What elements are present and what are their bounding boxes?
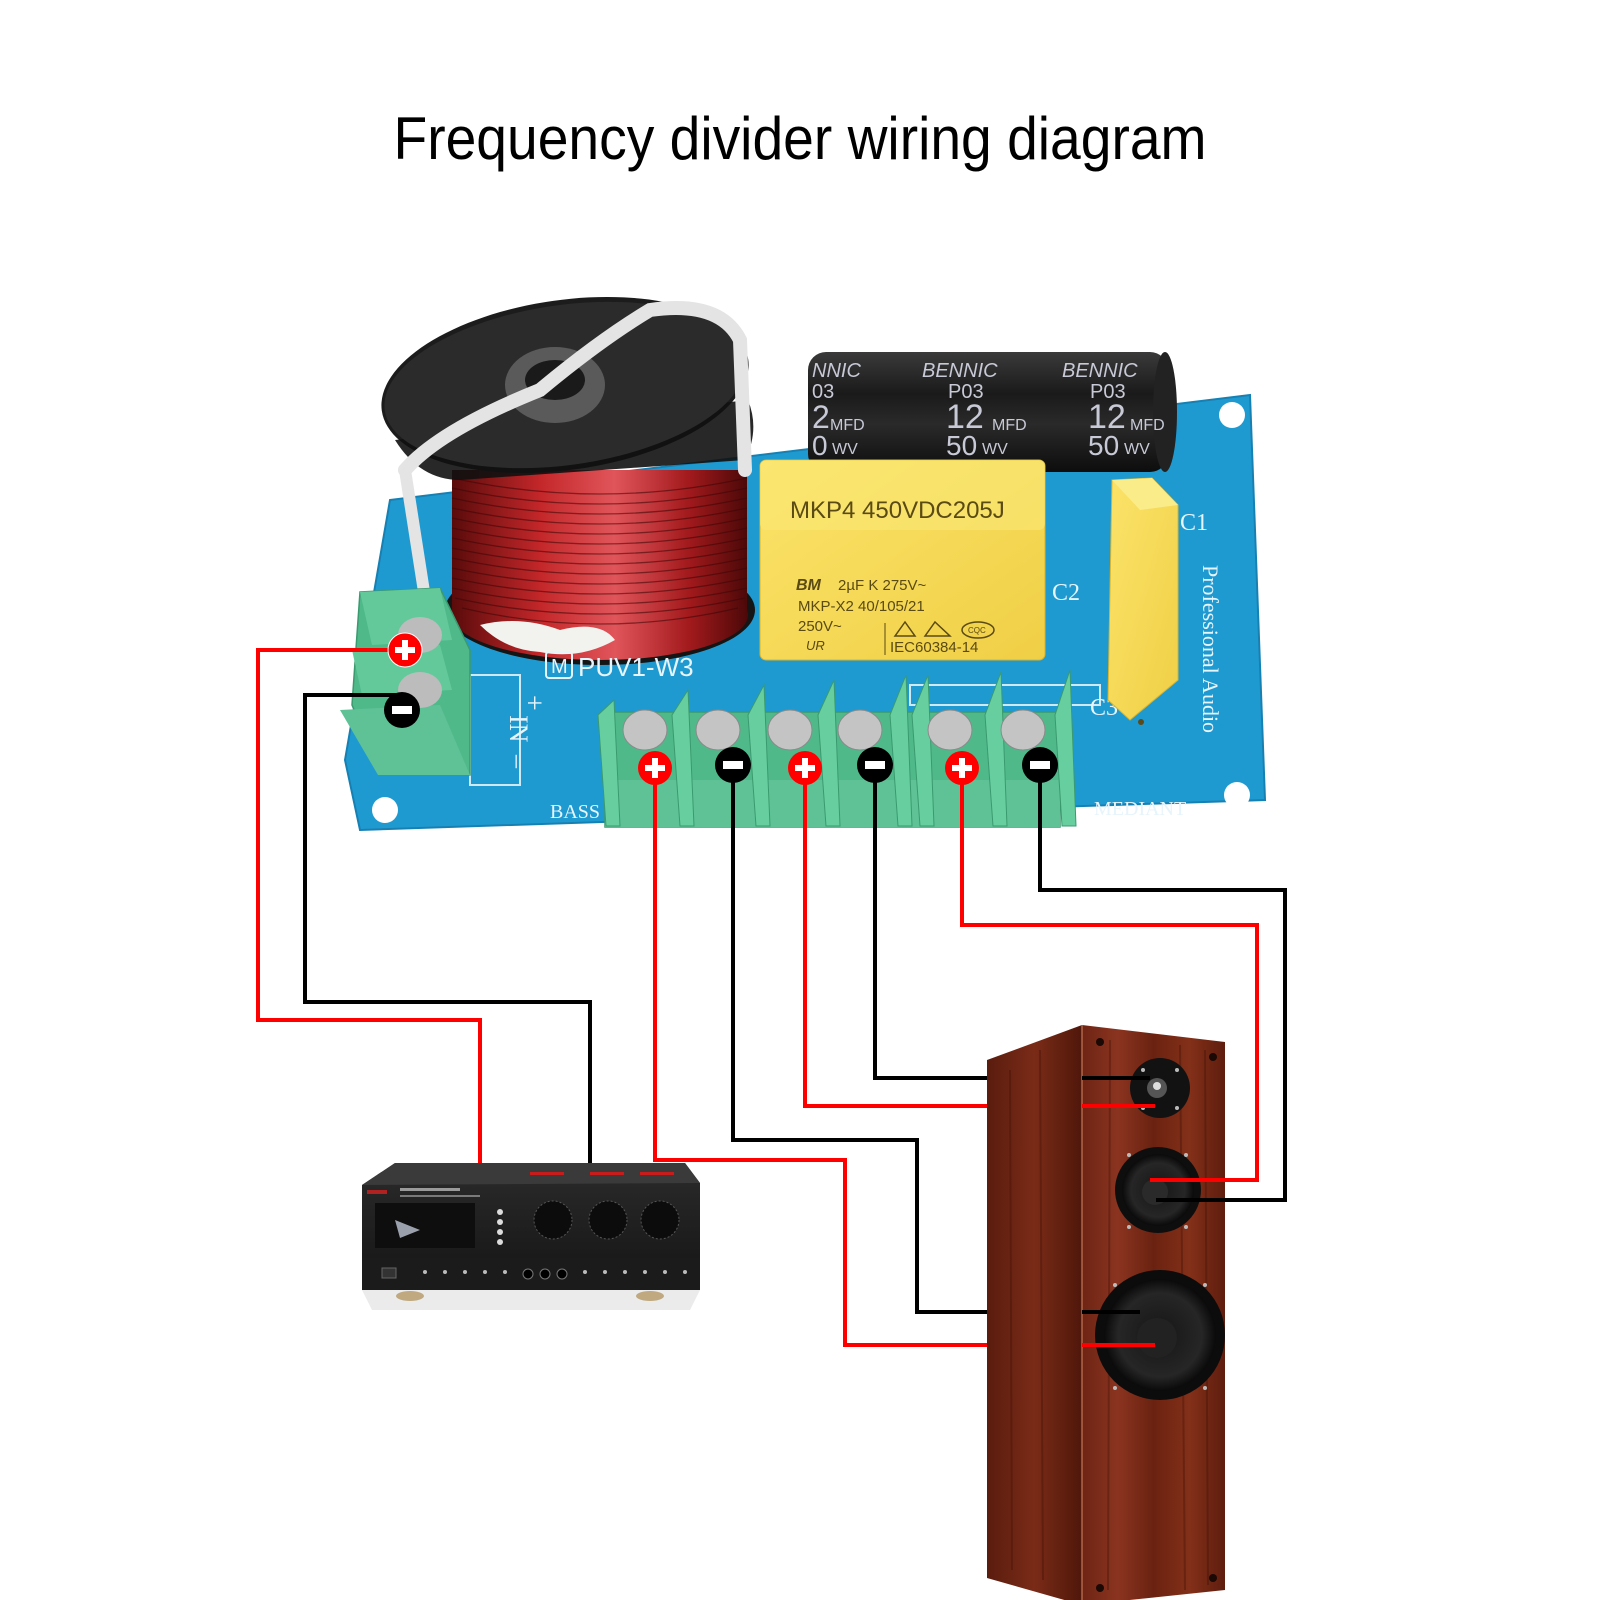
- manufacturer-logo: [545, 651, 573, 679]
- mediant-negative-marker: [1022, 747, 1058, 783]
- brand-text: Professional Audio: [1198, 565, 1223, 733]
- electrolytic-capacitor: [808, 352, 1177, 472]
- mount-hole: [372, 797, 398, 823]
- treble-positive-marker: [788, 751, 822, 785]
- electrolytic-capacitor-print: NNIC BENNIC BENNIC 03 P03 P03 2 12 12 MF…: [812, 360, 1165, 461]
- cap-brand: NNIC: [812, 360, 861, 382]
- mic-input-jack[interactable]: [539, 1268, 551, 1280]
- logo-letter: M: [551, 656, 568, 678]
- cap-voltage-unit: WV: [1124, 441, 1150, 458]
- cap-unit: MFD: [830, 417, 865, 434]
- input-positive-marker: [387, 632, 423, 668]
- amp-knob[interactable]: [588, 1200, 628, 1240]
- cap-voltage: 50: [946, 430, 977, 461]
- mediant-positive-marker: [945, 751, 979, 785]
- wire-ends: [1082, 1076, 1285, 1347]
- board-model-label: M PUV1-W3: [545, 651, 694, 682]
- speaker-cabinet: [987, 1025, 1225, 1600]
- cap-voltage-unit: WV: [982, 441, 1008, 458]
- input-terminal-block: [340, 587, 471, 776]
- cap-brand: BENNIC: [1062, 360, 1138, 382]
- terminal-screw[interactable]: [927, 709, 973, 751]
- amp-knob[interactable]: [640, 1200, 680, 1240]
- air-core-inductor: [381, 296, 755, 665]
- cap-series: 03: [812, 381, 834, 403]
- mic-input-jack[interactable]: [556, 1268, 568, 1280]
- diagram-title: Frequency divider wiring diagram: [393, 105, 1207, 172]
- wire-input-positive: [256, 648, 482, 1163]
- wire-bass-positive: [653, 755, 1135, 1347]
- input-plus-label: +: [518, 695, 549, 711]
- cap-value: 12: [946, 398, 984, 436]
- film-cap-cert: UR: [806, 638, 825, 653]
- film-cap-line1: MKP4 450VDC205J: [790, 497, 1005, 524]
- film-cap-line4: 250V~: [798, 618, 842, 635]
- wire-input-negative: [303, 693, 592, 1163]
- cap-value: 2: [812, 399, 830, 435]
- cap-label-c1: C1: [1180, 510, 1208, 536]
- woofer: [1095, 1270, 1225, 1400]
- film-cap-line3: MKP-X2 40/105/21: [798, 598, 925, 615]
- treble-negative-marker: [857, 747, 893, 783]
- input-label: IN: [504, 715, 533, 743]
- power-switch[interactable]: [381, 1267, 397, 1279]
- terminal-screw[interactable]: [695, 709, 741, 751]
- mount-hole: [1224, 782, 1250, 808]
- mount-hole: [1219, 402, 1245, 428]
- cap-brand: BENNIC: [922, 360, 998, 382]
- bass-label: BASS: [550, 801, 600, 823]
- terminal-screw[interactable]: [622, 709, 668, 751]
- bass-positive-marker: [638, 751, 672, 785]
- film-capacitor: MKP4 450VDC205J BM 2µF K 275V~ MKP-X2 40…: [759, 459, 1046, 661]
- tweeter: [1130, 1058, 1190, 1118]
- film-cap-line2: 2µF K 275V~: [838, 577, 927, 594]
- cap-unit: MFD: [1130, 417, 1165, 434]
- board-model: PUV1-W3: [578, 652, 694, 682]
- cap-voltage: 0: [812, 430, 828, 461]
- midrange-driver: [1115, 1147, 1201, 1233]
- bass-negative-marker: [715, 747, 751, 783]
- cap-voltage: 50: [1088, 430, 1119, 461]
- input-minus-label: –: [504, 754, 533, 769]
- output-terminal-block: [597, 669, 1077, 828]
- cap-series: P03: [1090, 381, 1126, 403]
- polarity-markers: [384, 632, 1058, 785]
- mic-input-jack[interactable]: [522, 1268, 534, 1280]
- cap-unit: MFD: [992, 417, 1027, 434]
- amplifier: [362, 1163, 700, 1310]
- film-cap-logo: BM: [796, 577, 822, 594]
- amp-knob[interactable]: [533, 1200, 573, 1240]
- cap-series: P03: [948, 381, 984, 403]
- input-negative-marker: [384, 692, 420, 728]
- cap-label-c2: C2: [1052, 580, 1080, 606]
- terminal-screw[interactable]: [1000, 709, 1046, 751]
- cap-voltage-unit: WV: [832, 441, 858, 458]
- terminal-screw[interactable]: [837, 709, 883, 751]
- film-cap-cert: CQC: [968, 626, 986, 635]
- terminal-screw[interactable]: [767, 709, 813, 751]
- cap-value: 12: [1088, 398, 1126, 436]
- mediant-label: MEDIANT: [1094, 798, 1186, 820]
- film-cap-line5: IEC60384-14: [890, 639, 978, 656]
- capacitor-c1: [1107, 477, 1179, 725]
